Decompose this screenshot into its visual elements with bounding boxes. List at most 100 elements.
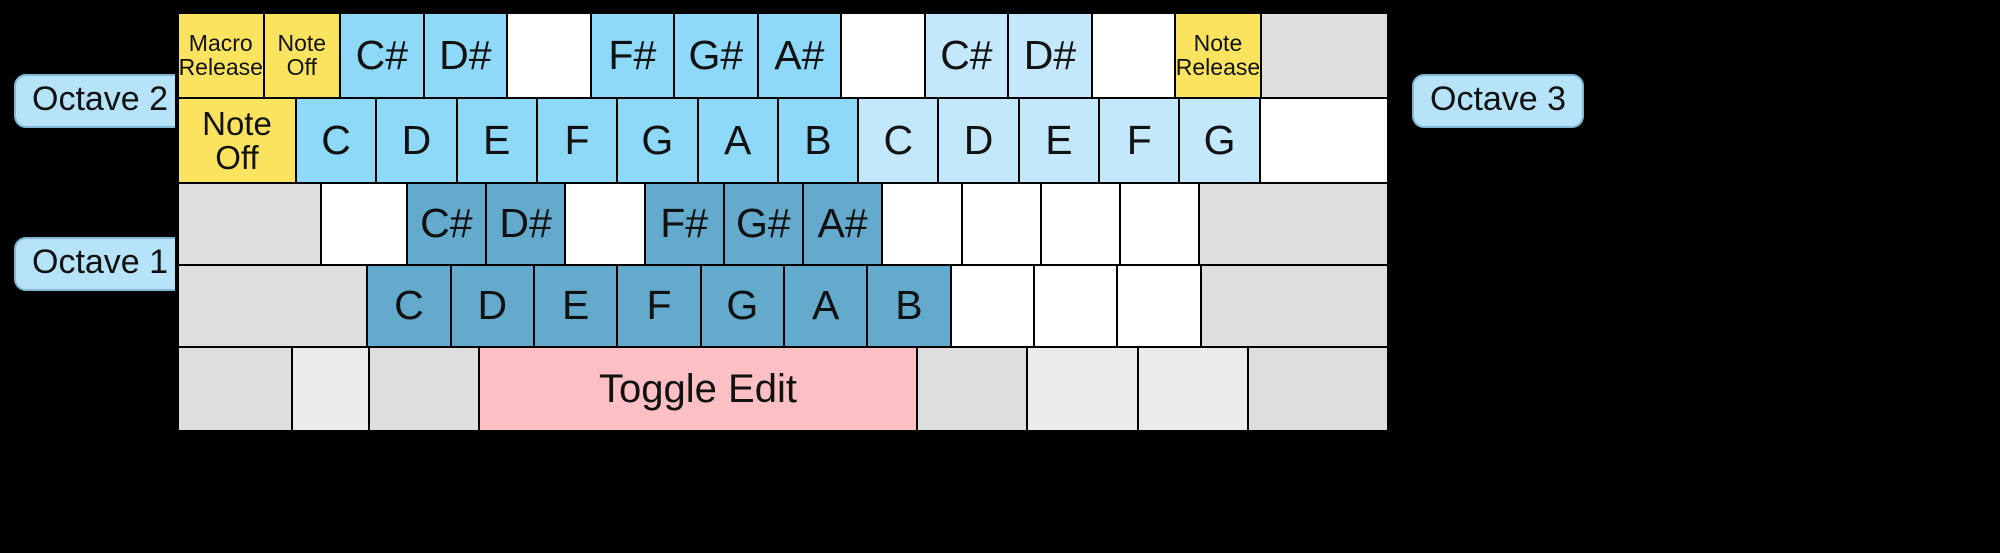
key-blank-4-11[interactable] [1117, 265, 1201, 347]
key-label: Toggle Edit [599, 366, 797, 411]
key-a[interactable]: A [783, 265, 868, 347]
key-label: G# [736, 200, 791, 247]
key-dsharp[interactable]: D# [1008, 13, 1092, 98]
key-label: D [401, 116, 432, 163]
key-f[interactable]: F [617, 265, 701, 347]
key-label: C# [355, 31, 409, 78]
key-label: C# [420, 200, 473, 247]
key-label: E [1045, 116, 1073, 163]
key-label: F# [660, 200, 709, 247]
key-blank-3-11[interactable] [1040, 183, 1120, 265]
key-blank-2-14[interactable] [1259, 98, 1388, 183]
key-label: C [883, 116, 914, 163]
row-1-number-row: Macro Release Note Off C# D# F# G# A# C# D# Note … [178, 13, 1388, 98]
key-blank-3-10[interactable] [961, 183, 1041, 265]
key-b[interactable]: B [867, 265, 951, 347]
key-blank-3-12[interactable] [1120, 183, 1200, 265]
key-blank-4-1[interactable] [178, 265, 368, 347]
key-label: G [641, 116, 674, 163]
key-d[interactable]: D [938, 98, 1019, 183]
key-label: F [646, 282, 672, 329]
key-e[interactable]: E [1018, 98, 1100, 183]
key-blank-3-1[interactable] [178, 183, 322, 265]
key-note-off[interactable]: Note Off [263, 13, 341, 98]
key-blank-5-3[interactable] [368, 347, 479, 431]
row-3-asdf-row: C# D# F# G# A# [178, 183, 1388, 265]
key-blank-1-5[interactable] [507, 13, 591, 98]
key-fsharp[interactable]: F# [590, 13, 675, 98]
key-e[interactable]: E [533, 265, 618, 347]
key-label: A [723, 116, 752, 163]
key-blank-4-9[interactable] [950, 265, 1034, 347]
key-label: A# [817, 200, 868, 247]
key-blank-5-7[interactable] [1137, 347, 1248, 431]
key-c[interactable]: C [295, 98, 377, 183]
key-blank-1-12[interactable] [1091, 13, 1176, 98]
key-label: B [804, 116, 832, 163]
key-b[interactable]: B [777, 98, 859, 183]
key-label: D [477, 282, 508, 329]
key-label: F# [608, 31, 657, 78]
key-asharp[interactable]: A# [803, 183, 883, 265]
key-label: Note Off [277, 30, 327, 80]
key-g[interactable]: G [617, 98, 698, 183]
key-blank-4-10[interactable] [1033, 265, 1118, 347]
key-note-release[interactable]: Note Release [1175, 13, 1261, 98]
octave-2-label: Octave 2 [14, 74, 187, 128]
key-f[interactable]: F [536, 98, 618, 183]
key-label: G [726, 282, 759, 329]
key-blank-3-13[interactable] [1199, 183, 1388, 265]
key-label: C [321, 116, 351, 163]
key-label: F [1126, 116, 1152, 163]
key-blank-5-2[interactable] [291, 347, 369, 431]
key-label: G [1203, 116, 1236, 163]
key-blank-3-2[interactable] [321, 183, 407, 265]
key-label: G# [688, 31, 744, 78]
key-macro-release[interactable]: Macro Release [178, 13, 264, 98]
key-d[interactable]: D [376, 98, 457, 183]
key-e[interactable]: E [456, 98, 537, 183]
key-csharp[interactable]: C# [924, 13, 1009, 98]
key-c[interactable]: C [858, 98, 939, 183]
key-c[interactable]: C [367, 265, 451, 347]
key-blank-4-12[interactable] [1200, 265, 1388, 347]
key-csharp[interactable]: C# [340, 13, 424, 98]
key-g[interactable]: G [1179, 98, 1260, 183]
octave-1-label: Octave 1 [14, 237, 187, 291]
key-blank-5-6[interactable] [1027, 347, 1138, 431]
key-dsharp[interactable]: D# [486, 183, 566, 265]
key-label: C# [940, 31, 993, 78]
key-label: D [963, 116, 994, 163]
key-csharp[interactable]: C# [406, 183, 486, 265]
key-asharp[interactable]: A# [757, 13, 842, 98]
row-5-space-row: Toggle Edit [178, 347, 1388, 431]
key-label: Macro Release [178, 30, 263, 80]
key-a[interactable]: A [697, 98, 778, 183]
key-blank-3-5[interactable] [565, 183, 645, 265]
key-label: D# [499, 200, 552, 247]
key-d[interactable]: D [450, 265, 534, 347]
key-blank-1-9[interactable] [841, 13, 925, 98]
key-fsharp[interactable]: F# [644, 183, 724, 265]
key-dsharp[interactable]: D# [423, 13, 508, 98]
key-label: F [564, 116, 590, 163]
key-blank-5-8[interactable] [1247, 347, 1388, 431]
key-blank-3-9[interactable] [882, 183, 962, 265]
key-gsharp[interactable]: G# [723, 183, 803, 265]
key-blank-5-5[interactable] [917, 347, 1028, 431]
key-blank-1-14[interactable] [1260, 13, 1388, 98]
key-label: E [561, 282, 590, 329]
key-blank-5-1[interactable] [178, 347, 292, 431]
key-gsharp[interactable]: G# [674, 13, 758, 98]
key-label: C [394, 282, 424, 329]
key-f[interactable]: F [1099, 98, 1180, 183]
key-g[interactable]: G [700, 265, 784, 347]
key-note-off[interactable]: Note Off [178, 98, 296, 183]
key-toggle-edit[interactable]: Toggle Edit [478, 347, 918, 431]
key-label: B [895, 282, 923, 329]
key-label: Note Off [202, 104, 272, 176]
